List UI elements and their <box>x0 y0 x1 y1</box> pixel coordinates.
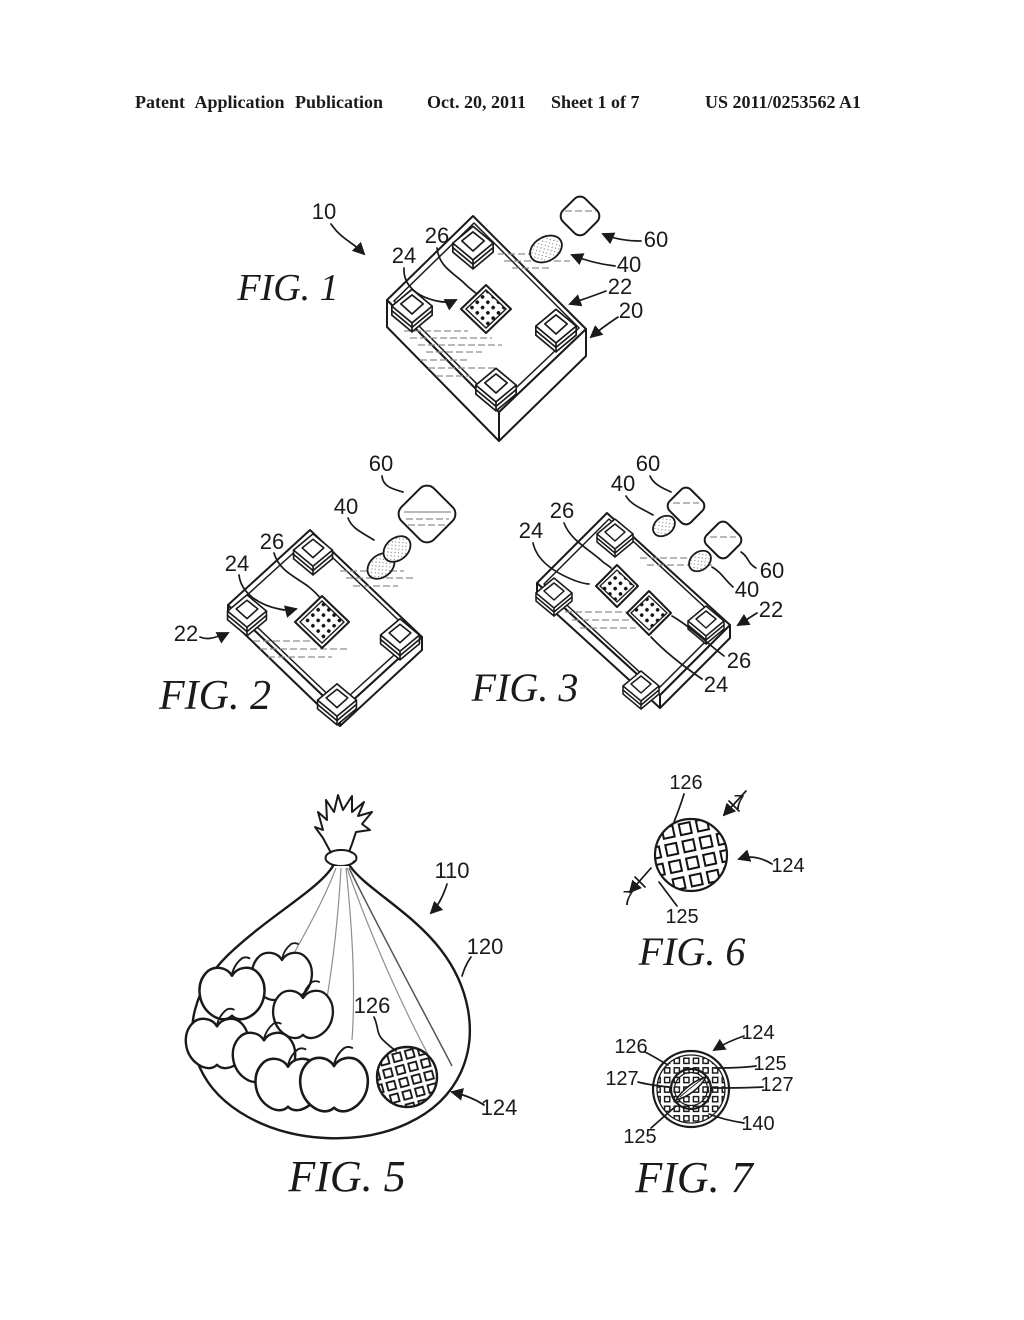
fig6-label-124: 124 <box>771 855 804 877</box>
bag-tuft <box>314 794 373 853</box>
fig3-label-22: 22 <box>759 597 783 622</box>
fig1-caption: FIG. 1 <box>236 267 338 309</box>
fig2-caption: FIG. 2 <box>158 673 271 719</box>
fig3-sachet-top <box>666 486 706 526</box>
fig6-label-7-top: 7 <box>733 792 744 814</box>
fig1-label-10: 10 <box>312 199 336 224</box>
fig3-tray <box>535 512 731 710</box>
header-date: Oct. 20, 2011 <box>427 92 526 112</box>
figure-7: 124 126 125 127 127 140 125 FIG. 7 <box>605 1022 793 1202</box>
fig6-patch <box>653 817 729 893</box>
bag-folds <box>281 867 433 1063</box>
fig2-sachet <box>397 484 457 544</box>
fig2-leaders <box>199 475 404 644</box>
fig7-label-125-right: 125 <box>753 1053 786 1075</box>
figure-6: 126 7 124 7 125 FIG. 6 <box>622 772 804 974</box>
figure-2: 60 40 26 24 22 FIG. 2 <box>158 451 457 727</box>
fig6-label-7-bottom: 7 <box>622 888 633 910</box>
fig3-patch-1 <box>595 564 639 608</box>
fig7-caption: FIG. 7 <box>634 1153 754 1202</box>
fig1-absorber-pad <box>529 234 563 264</box>
fig1-patch <box>460 284 512 334</box>
fig5-leaders <box>373 883 485 1106</box>
fig3-caption: FIG. 3 <box>471 665 579 710</box>
fig6-label-126: 126 <box>669 772 702 794</box>
fig2-patch <box>294 595 350 649</box>
fig3-label-24-left: 24 <box>519 518 543 543</box>
fig5-patch <box>375 1045 439 1109</box>
fig1-label-20: 20 <box>619 298 643 323</box>
figure-5: 110 120 126 124 FIG. 5 <box>184 794 518 1201</box>
fig1-label-60: 60 <box>644 227 668 252</box>
fig2-label-40: 40 <box>334 494 358 519</box>
fig3-label-26-bottom: 26 <box>727 648 751 673</box>
fig2-label-26: 26 <box>260 529 284 554</box>
fig3-sachet-right <box>703 520 743 560</box>
header-sheet: Sheet 1 of 7 <box>551 92 640 112</box>
fig6-leaders <box>628 790 773 907</box>
figure-1: 10 26 24 60 40 22 20 FIG. 1 <box>236 195 668 442</box>
fig6-caption: FIG. 6 <box>638 929 746 974</box>
fig1-label-22: 22 <box>608 274 632 299</box>
fig2-label-60: 60 <box>369 451 393 476</box>
figure-3: 60 40 26 24 60 40 22 26 24 FIG. 3 <box>471 451 785 710</box>
fig3-patch-2 <box>626 590 672 636</box>
header-patent-number: US 2011/0253562 A1 <box>705 92 862 112</box>
fig3-label-40-right: 40 <box>735 577 759 602</box>
fig7-leaders <box>637 1035 764 1129</box>
fig7-label-140: 140 <box>741 1113 774 1135</box>
fig3-label-60-top: 60 <box>636 451 660 476</box>
fig7-label-124: 124 <box>741 1022 774 1044</box>
fig3-leaders <box>532 475 758 680</box>
fig7-label-126: 126 <box>614 1036 647 1058</box>
fig7-label-127-right: 127 <box>760 1074 793 1096</box>
fig1-label-24: 24 <box>392 243 416 268</box>
fig2-absorber-pads <box>366 535 412 580</box>
fig2-label-24: 24 <box>225 551 249 576</box>
fig7-label-125-bottom: 125 <box>623 1126 656 1148</box>
fig1-tray <box>386 215 587 442</box>
fig1-leaders <box>330 223 642 339</box>
fig7-label-127-left: 127 <box>605 1068 638 1090</box>
header-publication: Patent Application Publication <box>135 92 384 112</box>
fig2-label-22: 22 <box>174 621 198 646</box>
fig5-label-126: 126 <box>354 993 391 1018</box>
fig3-label-40-top: 40 <box>611 471 635 496</box>
fig1-label-40: 40 <box>617 252 641 277</box>
fig1-label-26: 26 <box>425 223 449 248</box>
fig1-sachet <box>559 195 601 237</box>
fig5-label-110: 110 <box>434 858 469 883</box>
fig3-absorber-pads <box>652 514 712 573</box>
fig3-label-26-left: 26 <box>550 498 574 523</box>
fig5-label-124: 124 <box>481 1095 518 1120</box>
fig5-caption: FIG. 5 <box>287 1152 405 1201</box>
fig5-label-120: 120 <box>467 934 504 959</box>
fig7-patch-section <box>651 1049 731 1129</box>
fig3-label-60-right: 60 <box>760 558 784 583</box>
fig3-label-24-bottom: 24 <box>704 672 728 697</box>
fig6-label-125: 125 <box>665 906 698 928</box>
fig3-shading <box>565 557 712 629</box>
